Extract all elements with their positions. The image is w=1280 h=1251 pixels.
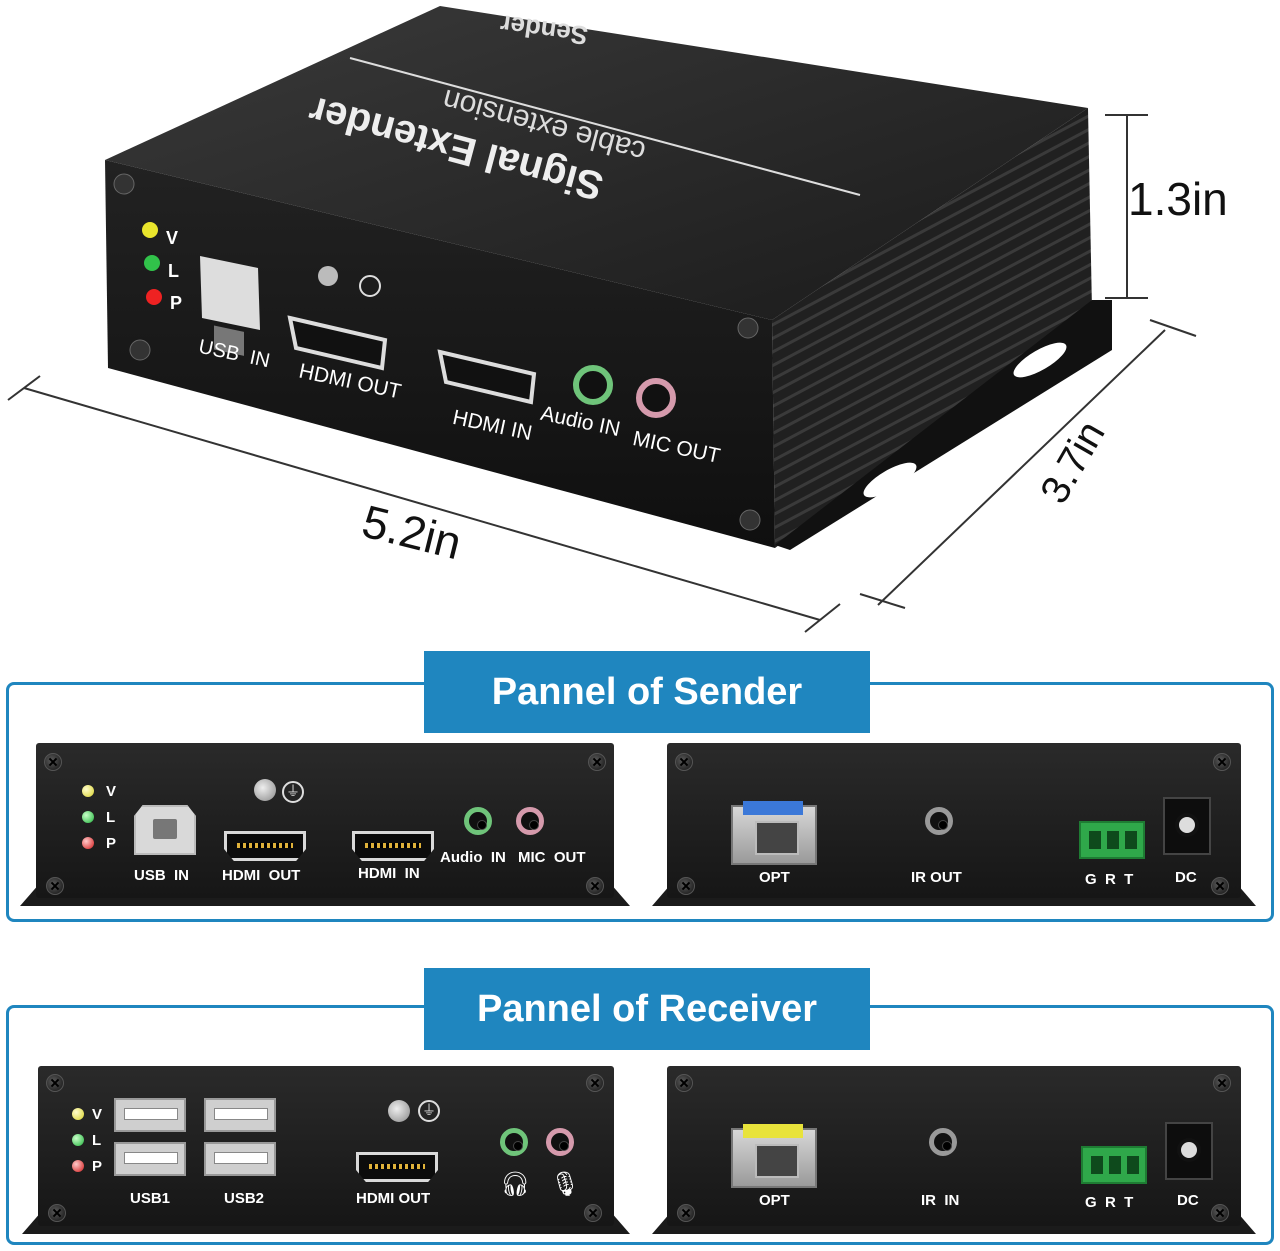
receiver-hdmi-out-port: [356, 1152, 438, 1182]
receiver-led-label-p: P: [92, 1158, 103, 1175]
receiver-usb2-port-bottom: [204, 1142, 276, 1176]
device-top-face: [105, 6, 1088, 320]
device-illustration: [7, 6, 1197, 633]
receiver-led-v: [72, 1108, 84, 1120]
ground-icon: [418, 1100, 440, 1122]
sender-front-panel: V L P USB IN HDMI OUT HDMI IN Audio IN M…: [36, 743, 614, 898]
receiver-headphone-jack: [500, 1128, 528, 1156]
sender-dc-label: DC: [1175, 869, 1197, 886]
receiver-panel-title: Pannel of Receiver: [424, 968, 870, 1050]
receiver-usb1-label: USB1: [130, 1190, 171, 1207]
sender-led-label-l: L: [106, 809, 116, 826]
receiver-usb2-port-top: [204, 1098, 276, 1132]
sender-led-label-p: P: [106, 835, 117, 852]
receiver-led-label-v: V: [92, 1106, 103, 1123]
sender-led-v: [82, 785, 94, 797]
receiver-led-p: [72, 1160, 84, 1172]
receiver-ir-in-jack: [929, 1128, 957, 1156]
sender-hdmi-out-label: HDMI OUT: [222, 867, 301, 884]
sender-ir-out-label: IR OUT: [911, 869, 962, 886]
sender-panel-title: Pannel of Sender: [424, 651, 870, 733]
receiver-opt-label: OPT: [759, 1192, 790, 1209]
receiver-sfp-port: [731, 1124, 817, 1188]
sender-audio-in-label: Audio IN: [440, 849, 506, 866]
receiver-led-l: [72, 1134, 84, 1146]
sender-back-panel: OPT IR OUT G R T DC: [667, 743, 1241, 898]
hero-led-label-p: P: [170, 293, 183, 313]
microphone-icon: 🎙︎: [550, 1170, 581, 1198]
receiver-dc-label: DC: [1177, 1192, 1199, 1209]
receiver-hdmi-out-label: HDMI OUT: [356, 1190, 431, 1207]
ground-icon: [282, 781, 304, 803]
device-side-face: [772, 108, 1092, 548]
sender-grt-terminal: [1079, 821, 1145, 859]
receiver-mic-jack: [546, 1128, 574, 1156]
sender-sfp-port: [731, 801, 817, 865]
device-hero: Sender Signal Extender cable extension V…: [7, 6, 1228, 633]
sender-hdmi-out-port: [224, 831, 306, 861]
sender-usb-in-label: USB IN: [134, 867, 190, 884]
receiver-ir-in-label: IR IN: [921, 1192, 960, 1209]
receiver-front-panel: V L P USB1 USB2 HDMI OUT 🎧︎ 🎙︎: [38, 1066, 614, 1226]
sender-led-l: [82, 811, 94, 823]
dimension-height: 1.3in: [1128, 173, 1228, 225]
sender-led-label-v: V: [106, 783, 117, 800]
receiver-grt-label: G R T: [1085, 1194, 1134, 1211]
sender-hdmi-in-label: HDMI IN: [358, 865, 420, 882]
sender-audio-in-jack: [464, 807, 492, 835]
receiver-back-panel: OPT IR IN G R T DC: [667, 1066, 1241, 1226]
sender-grt-label: G R T: [1085, 871, 1134, 888]
hero-led-label-v: V: [166, 228, 179, 248]
receiver-led-label-l: L: [92, 1132, 102, 1149]
sender-mic-out-jack: [516, 807, 544, 835]
receiver-grt-terminal: [1081, 1146, 1147, 1184]
sender-usb-b-port: [134, 805, 196, 855]
sender-opt-label: OPT: [759, 869, 790, 886]
sender-hdmi-in-port: [352, 831, 434, 861]
sender-ir-out-jack: [925, 807, 953, 835]
receiver-dc-port: [1165, 1122, 1213, 1180]
headphone-icon: 🎧︎: [500, 1170, 531, 1198]
sender-led-p: [82, 837, 94, 849]
receiver-usb1-port-top: [114, 1098, 186, 1132]
hero-led-label-l: L: [168, 261, 179, 281]
sender-mic-out-label: MIC OUT: [518, 849, 586, 866]
receiver-usb2-label: USB2: [224, 1190, 265, 1207]
sender-dc-port: [1163, 797, 1211, 855]
receiver-usb1-port-bottom: [114, 1142, 186, 1176]
